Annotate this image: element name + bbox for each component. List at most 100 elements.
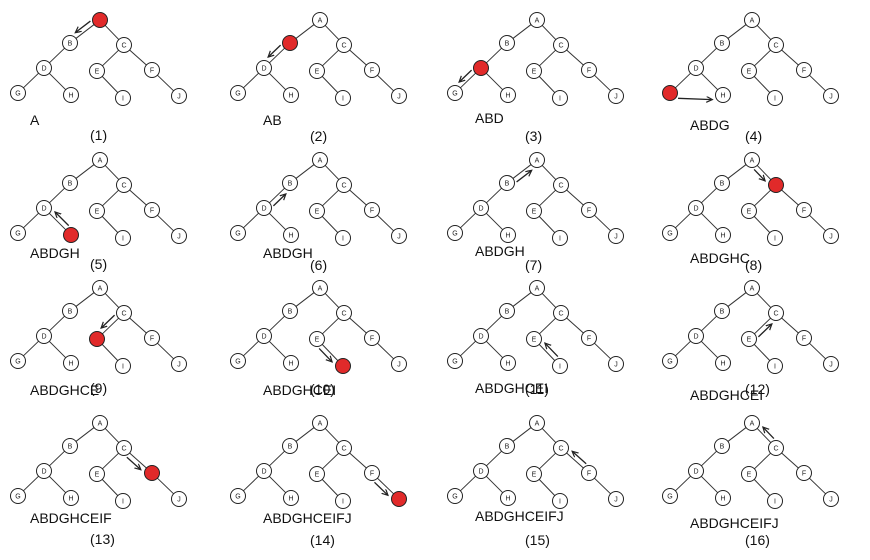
- traversal-arrow: [459, 69, 473, 82]
- tree-edge: [23, 340, 39, 357]
- tree-node: D: [688, 463, 704, 479]
- node-label: C: [773, 43, 778, 50]
- tree-node: D: [256, 328, 272, 344]
- tree-node: I: [552, 493, 568, 509]
- node-label: J: [177, 234, 181, 241]
- tree-node: B: [282, 438, 298, 454]
- tree-edge: [268, 212, 287, 231]
- tree-node: J: [608, 228, 624, 244]
- node-label: H: [288, 361, 293, 368]
- tree-node: I: [115, 230, 131, 246]
- tree-node: C: [336, 177, 352, 193]
- node-label: E: [315, 209, 320, 216]
- node-label: I: [774, 364, 776, 371]
- node-label: H: [720, 233, 725, 240]
- node-label: H: [68, 496, 73, 503]
- step-caption: (16): [745, 532, 770, 548]
- node-label: G: [667, 231, 672, 238]
- tree-node: H: [63, 355, 79, 371]
- node-label: G: [15, 231, 20, 238]
- tree-node: B: [714, 35, 730, 51]
- traversal-arrow: [545, 343, 559, 358]
- tree-node: G: [10, 85, 26, 101]
- tree-edge: [75, 292, 95, 307]
- tree-edge: [538, 216, 556, 233]
- node-label: G: [235, 231, 240, 238]
- tree-node: E: [89, 63, 105, 79]
- node-label: I: [774, 236, 776, 243]
- tree-node: B: [282, 303, 298, 319]
- node-label: A: [750, 421, 755, 428]
- node-label: F: [150, 336, 154, 343]
- node-label: G: [15, 359, 20, 366]
- node-label: A: [318, 18, 323, 25]
- node-label: E: [532, 69, 537, 76]
- tree-edge: [538, 479, 556, 496]
- node-label: D: [478, 206, 483, 213]
- node-label: I: [342, 96, 344, 103]
- tree-node: A: [529, 152, 545, 168]
- tree-node: D: [473, 328, 489, 344]
- node-label: F: [802, 208, 806, 215]
- tree-node: E: [741, 203, 757, 219]
- traversal-arrow: [55, 212, 70, 227]
- tree-node: H: [715, 355, 731, 371]
- tree-node: C: [336, 305, 352, 321]
- tree-node: H: [283, 355, 299, 371]
- node-label: G: [452, 494, 457, 501]
- tree-edge: [102, 317, 119, 335]
- traversal-arrow: [763, 427, 775, 440]
- tree-node: F: [364, 62, 380, 78]
- active-node: [473, 60, 489, 76]
- tree-node: C: [553, 177, 569, 193]
- tree-edge: [157, 342, 174, 360]
- tree-edge: [754, 49, 771, 67]
- tree-node: G: [230, 85, 246, 101]
- tree-node: J: [608, 491, 624, 507]
- active-node: [768, 177, 784, 193]
- tree-edge: [700, 212, 719, 231]
- node-label: B: [68, 181, 73, 188]
- node-label: I: [122, 236, 124, 243]
- tree-edge: [268, 475, 287, 494]
- node-label: D: [478, 469, 483, 476]
- active-node: [63, 227, 79, 243]
- node-label: E: [315, 337, 320, 344]
- node-label: E: [95, 472, 100, 479]
- tree-node: D: [256, 60, 272, 76]
- tree-edge: [295, 292, 315, 307]
- node-label: C: [341, 446, 346, 453]
- tree-node: A: [312, 280, 328, 296]
- tree-edge: [23, 212, 39, 229]
- tree-edge: [324, 428, 340, 443]
- tree-edge: [809, 342, 826, 360]
- node-label: J: [614, 94, 618, 101]
- tree-edge: [753, 216, 771, 233]
- tree-node: J: [608, 356, 624, 372]
- node-label: A: [535, 421, 540, 428]
- tree-edge: [809, 477, 826, 495]
- tree-edge: [727, 292, 747, 307]
- node-label: J: [177, 497, 181, 504]
- tree-node: B: [714, 438, 730, 454]
- node-label: J: [397, 94, 401, 101]
- tree-edge: [701, 450, 717, 467]
- node-label: C: [121, 183, 126, 190]
- node-label: H: [505, 496, 510, 503]
- tree-node: A: [744, 152, 760, 168]
- node-label: B: [68, 41, 73, 48]
- node-label: J: [177, 362, 181, 369]
- node-label: J: [829, 497, 833, 504]
- tree-node: C: [116, 37, 132, 53]
- node-label: A: [750, 286, 755, 293]
- tree-edge: [566, 49, 584, 66]
- tree-node: A: [312, 415, 328, 431]
- tree-edge: [756, 165, 772, 180]
- tree-edge: [48, 72, 67, 91]
- node-label: F: [587, 471, 591, 478]
- tree-node: D: [36, 463, 52, 479]
- tree-node: D: [36, 328, 52, 344]
- tree-node: I: [767, 230, 783, 246]
